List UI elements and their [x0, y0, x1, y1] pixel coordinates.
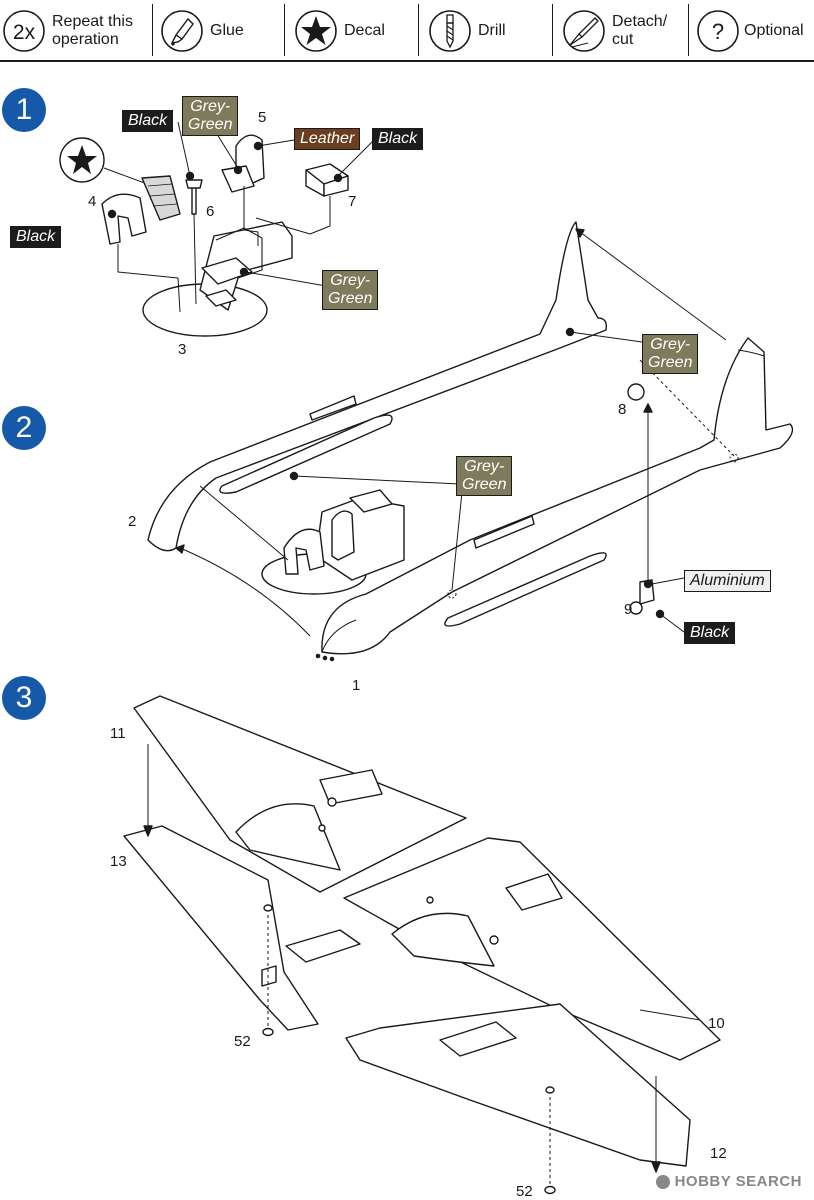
paint-tag-leather-seat-back: Leather — [294, 128, 361, 150]
legend-drill: Drill — [428, 4, 506, 58]
question-icon: ? — [697, 10, 739, 52]
legend-repeat-text: Repeat this operation — [52, 13, 133, 48]
part-number-4: 4 — [88, 193, 96, 210]
legend-drill-text: Drill — [478, 22, 506, 39]
repeat-icon-label: 2x — [13, 21, 36, 44]
paint-tag-black-panel: Black — [10, 226, 62, 248]
part-number-2: 2 — [128, 513, 136, 530]
legend-optional: ? Optional — [696, 4, 804, 58]
step-badge-2: 2 — [2, 406, 46, 450]
paint-tag-grey-green-seat: Grey- Green — [182, 96, 239, 136]
knife-icon — [563, 10, 605, 52]
glue-icon — [161, 10, 203, 52]
paint-tag-grey-green-interior: Grey- Green — [456, 456, 513, 496]
step1-cockpit-assembly — [59, 121, 375, 337]
drill-icon — [429, 10, 471, 52]
step-badge-1: 1 — [2, 88, 46, 132]
part-number-12: 12 — [710, 1145, 727, 1162]
watermark-text: HOBBY SEARCH — [674, 1173, 802, 1190]
part-number-6: 6 — [206, 203, 214, 220]
part-number-5: 5 — [258, 109, 266, 126]
part-number-8: 8 — [618, 401, 626, 418]
part-number-3: 3 — [178, 341, 186, 358]
legend-glue-text: Glue — [210, 22, 244, 39]
part-number-7: 7 — [348, 193, 356, 210]
legend-repeat: 2x Repeat this operation — [2, 4, 133, 58]
part-number-10: 10 — [708, 1015, 725, 1032]
optional-icon-label: ? — [712, 19, 724, 44]
part-number-9: 9 — [624, 601, 632, 618]
paint-tag-grey-green-tail: Grey- Green — [642, 334, 699, 374]
part-number-13: 13 — [110, 853, 127, 870]
step3-wing-assembly — [123, 695, 721, 1195]
legend-decal-text: Decal — [344, 22, 385, 39]
hobby-search-watermark: HOBBY SEARCH — [655, 1173, 802, 1190]
legend-detach-text: Detach/ cut — [612, 13, 668, 48]
step2-fuselage-assembly — [147, 221, 794, 662]
legend-decal: Decal — [294, 4, 385, 58]
paint-tag-aluminium: Aluminium — [684, 570, 771, 592]
instruction-legend: 2x Repeat this operation Glue Decal Dril… — [0, 0, 814, 62]
repeat-icon: 2x — [3, 10, 45, 52]
part-number-52-right: 52 — [516, 1183, 533, 1200]
paint-tag-black-control-column: Black — [122, 110, 174, 132]
legend-optional-text: Optional — [744, 22, 804, 39]
step-badge-3: 3 — [2, 676, 46, 720]
watermark-logo-icon — [655, 1174, 670, 1189]
part-number-52-left: 52 — [234, 1033, 251, 1050]
paint-tag-grey-green-floor: Grey- Green — [322, 270, 379, 310]
legend-detach: Detach/ cut — [562, 4, 667, 58]
paint-tag-black-tailwheel: Black — [684, 622, 736, 644]
legend-glue: Glue — [160, 4, 244, 58]
decal-star-icon — [295, 10, 337, 52]
part-number-11: 11 — [110, 725, 126, 742]
paint-tag-black-box: Black — [372, 128, 424, 150]
part-number-1: 1 — [352, 677, 360, 694]
